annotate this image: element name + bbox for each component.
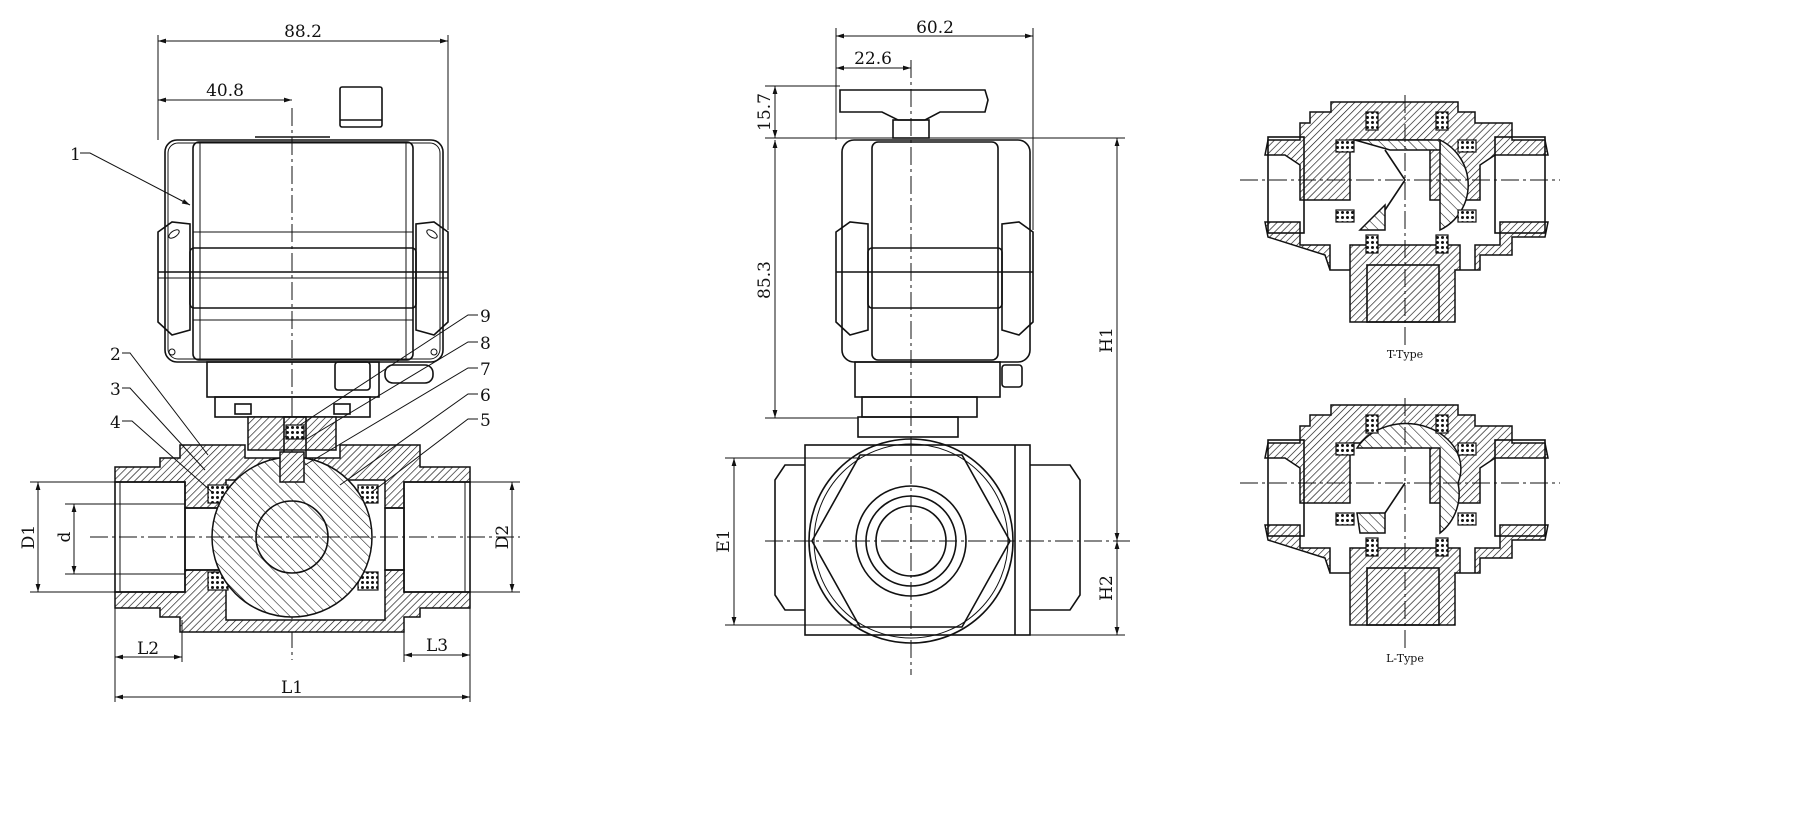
part-label-3: 3 xyxy=(110,380,121,400)
dim-L1: L1 xyxy=(281,678,303,698)
l-type-caption: L-Type xyxy=(1386,652,1424,665)
part-label-5: 5 xyxy=(480,411,491,431)
dim-22-6: 22.6 xyxy=(854,49,892,69)
t-type-section: T-Type xyxy=(1240,95,1560,361)
dim-88-2: 88.2 xyxy=(284,22,322,42)
dim-L2: L2 xyxy=(137,639,159,659)
dim-d: d xyxy=(55,531,75,542)
side-view: 60.2 22.6 15.7 85.3 xyxy=(714,18,1130,675)
part-label-8: 8 xyxy=(480,334,491,354)
part-label-2: 2 xyxy=(110,345,121,365)
dim-H2: H2 xyxy=(1097,575,1117,601)
part-label-6: 6 xyxy=(480,386,491,406)
part-label-1: 1 xyxy=(70,145,81,165)
part-label-4: 4 xyxy=(110,413,121,433)
dim-E1: E1 xyxy=(714,529,734,552)
part-label-9: 9 xyxy=(480,307,491,327)
dim-85-3: 85.3 xyxy=(755,261,775,299)
dim-40-8: 40.8 xyxy=(206,81,244,101)
dim-L3: L3 xyxy=(426,636,448,656)
dim-D2: D2 xyxy=(493,525,513,549)
dim-H1: H1 xyxy=(1097,327,1117,353)
part-label-7: 7 xyxy=(480,360,491,380)
dim-60-2: 60.2 xyxy=(916,18,954,38)
front-view: 88.2 40.8 xyxy=(19,22,520,702)
t-type-caption: T-Type xyxy=(1387,348,1423,361)
l-type-section: L-Type xyxy=(1240,398,1560,665)
dim-15-7: 15.7 xyxy=(755,93,775,131)
dim-D1: D1 xyxy=(19,525,39,549)
